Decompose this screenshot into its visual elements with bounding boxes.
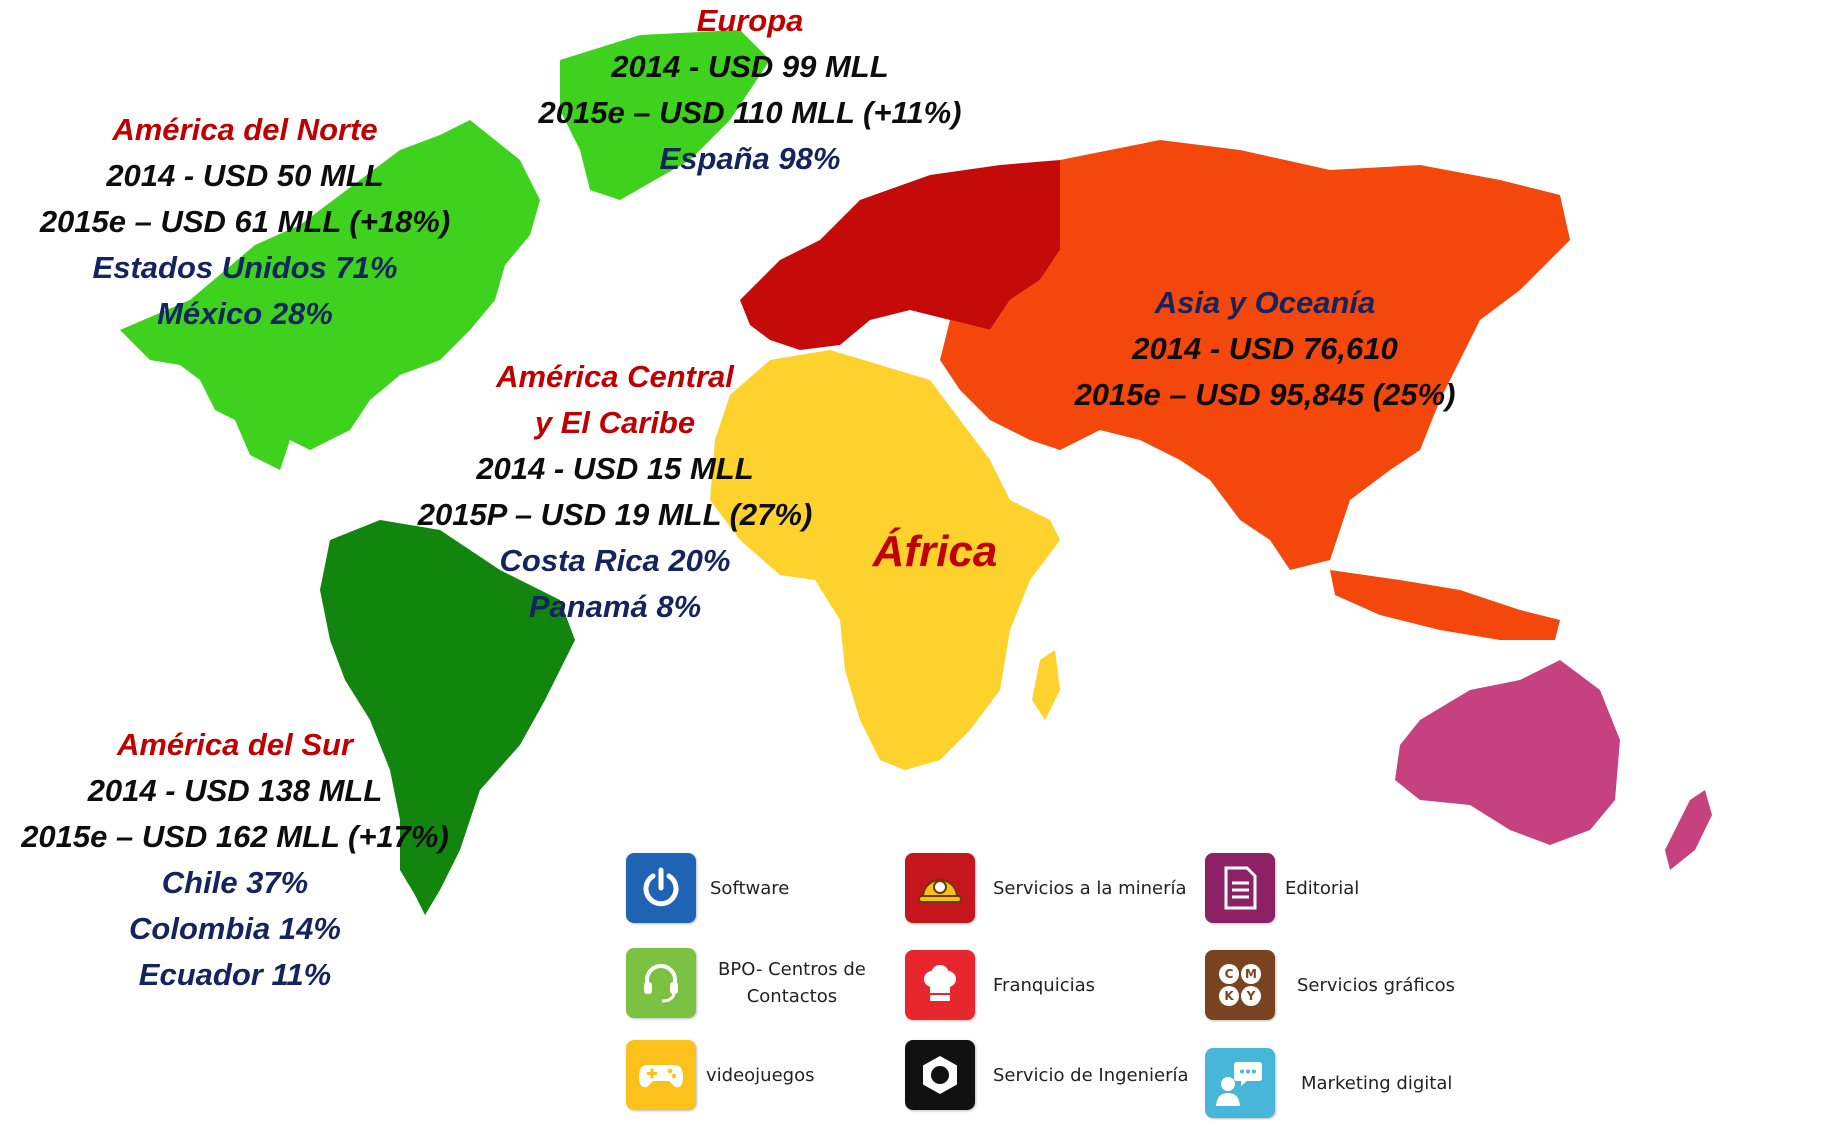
legend-item-editorial: Editorial (1205, 853, 1359, 923)
asia-oceania-label: Asia y Oceanía 2014 - USD 76,610 2015e –… (1050, 280, 1480, 418)
country-share: España 98% (659, 141, 841, 176)
gamepad-icon (626, 1040, 696, 1110)
cmky-letter: C (1225, 967, 1234, 981)
document-icon (1205, 853, 1275, 923)
legend-label: Servicio de Ingeniería (993, 1064, 1189, 1086)
value-2015: 2015P – USD 19 MLL (27%) (417, 497, 813, 532)
legend-item-software: Software (626, 853, 789, 923)
south-america-shape (320, 520, 575, 915)
new-zealand-shape (1665, 790, 1712, 870)
north-america-label: América del Norte 2014 - USD 50 MLL 2015… (20, 107, 470, 337)
south-america-label: América del Sur 2014 - USD 138 MLL 2015e… (5, 722, 465, 998)
legend-label: Franquicias (993, 974, 1096, 996)
legend-label: Marketing digital (1301, 1072, 1453, 1094)
chef-hat-icon (905, 950, 975, 1020)
legend-label: Servicios a la minería (993, 877, 1187, 899)
cmky-letter: M (1245, 967, 1257, 981)
europa-label: Europa 2014 - USD 99 MLL 2015e – USD 110… (530, 0, 970, 182)
cmky-letter: Y (1246, 989, 1256, 1003)
region-name-line2: y El Caribe (534, 405, 696, 440)
legend-item-videojuegos: videojuegos (626, 1040, 814, 1110)
legend-label-line1: BPO- Centros de (718, 959, 866, 980)
legend-label: Editorial (1285, 877, 1360, 899)
value-2014: 2014 - USD 76,610 (1132, 331, 1398, 366)
legend-label: videojuegos (706, 1064, 815, 1086)
country-share: Colombia 14% (129, 911, 341, 946)
value-2015: 2015e – USD 162 MLL (+17%) (21, 819, 449, 854)
region-name: América del Sur (116, 727, 354, 762)
indonesia-shape (1330, 570, 1560, 640)
legend-item-graficos: C M K Y Servicios gráficos (1205, 950, 1455, 1020)
central-america-label: América Central y El Caribe 2014 - USD 1… (405, 354, 825, 630)
greenland-shape (560, 30, 770, 200)
value-2015: 2015e – USD 110 MLL (+11%) (538, 95, 962, 130)
australia-shape (1395, 660, 1620, 845)
europe-shape (740, 160, 1060, 350)
legend-label: Servicios gráficos (1297, 974, 1456, 996)
country-share: Chile 37% (161, 865, 309, 900)
country-share: México 28% (157, 296, 333, 331)
north-america-shape (120, 120, 540, 470)
value-2014: 2014 - USD 138 MLL (87, 773, 383, 808)
mining-helmet-icon (905, 853, 975, 923)
legend-label: BPO- Centros de Contactos (718, 956, 866, 1010)
country-share: Costa Rica 20% (499, 543, 731, 578)
region-name: Asia y Oceanía (1154, 285, 1376, 320)
power-icon (626, 853, 696, 923)
legend-label: Software (710, 877, 790, 899)
cmky-icon: C M K Y (1205, 950, 1275, 1020)
africa-shape (710, 350, 1060, 770)
cmky-letter: K (1224, 989, 1234, 1003)
region-name: Europa (696, 3, 804, 38)
hex-nut-icon (905, 1040, 975, 1110)
value-2014: 2014 - USD 50 MLL (106, 158, 384, 193)
country-share: Ecuador 11% (138, 957, 332, 992)
region-name: América del Norte (112, 112, 378, 147)
country-share: Estados Unidos 71% (92, 250, 398, 285)
value-2014: 2014 - USD 15 MLL (476, 451, 754, 486)
value-2015: 2015e – USD 61 MLL (+18%) (39, 204, 451, 239)
value-2015: 2015e – USD 95,845 (25%) (1074, 377, 1456, 412)
headset-icon (626, 948, 696, 1018)
legend-item-franquicias: Franquicias (905, 950, 1095, 1020)
country-share: Panamá 8% (528, 589, 702, 624)
value-2014: 2014 - USD 99 MLL (611, 49, 889, 84)
region-name-line1: América Central (496, 359, 734, 394)
chat-person-icon (1205, 1048, 1275, 1118)
legend-item-ingenieria: Servicio de Ingeniería (905, 1040, 1189, 1110)
madagascar-shape (1032, 650, 1060, 720)
legend-item-mineria: Servicios a la minería (905, 853, 1187, 923)
legend-label-line2: Contactos (746, 986, 838, 1007)
africa-label: África (872, 527, 998, 576)
legend-item-bpo: BPO- Centros de Contactos (626, 948, 866, 1018)
asia-shape (940, 140, 1570, 570)
legend-item-marketing: Marketing digital (1205, 1048, 1452, 1118)
